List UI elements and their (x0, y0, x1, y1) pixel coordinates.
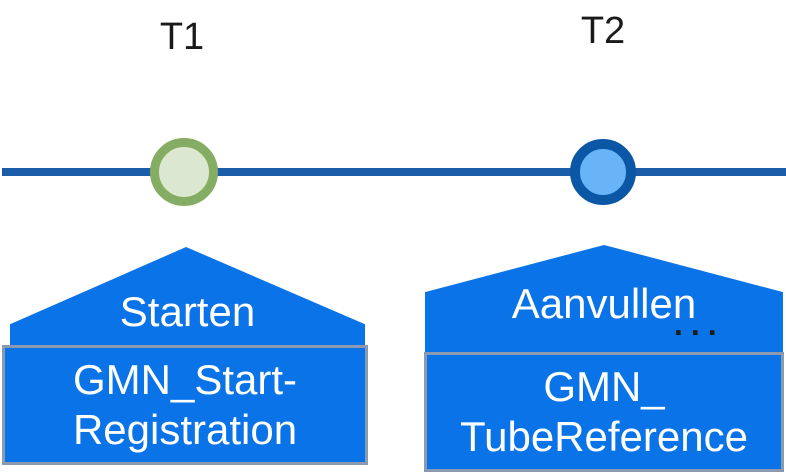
artifact-box-start-registration: GMN_Start- Registration (2, 345, 368, 465)
callout-action-label: Starten (119, 288, 256, 335)
artifact-line: Registration (72, 406, 298, 453)
callout-roof-aanvullen: Aanvullen (425, 245, 783, 352)
artifact-box-tube-reference: GMN_ TubeReference (424, 352, 784, 472)
artifact-line: TubeReference (460, 413, 748, 460)
timeline-marker-t1 (150, 138, 218, 206)
timeline-marker-t2 (570, 139, 636, 205)
ellipsis-more-indicator: ... (674, 306, 725, 342)
timepoint-label-t2: T2 (580, 10, 626, 52)
callout-roof-starten: Starten (10, 247, 365, 346)
artifact-line: GMN_Start- (72, 355, 298, 403)
timepoint-label-t1: T1 (159, 16, 205, 58)
timeline-line (2, 168, 786, 176)
artifact-line: GMN_ (543, 362, 665, 410)
callout-action-label: Aanvullen (511, 280, 697, 327)
